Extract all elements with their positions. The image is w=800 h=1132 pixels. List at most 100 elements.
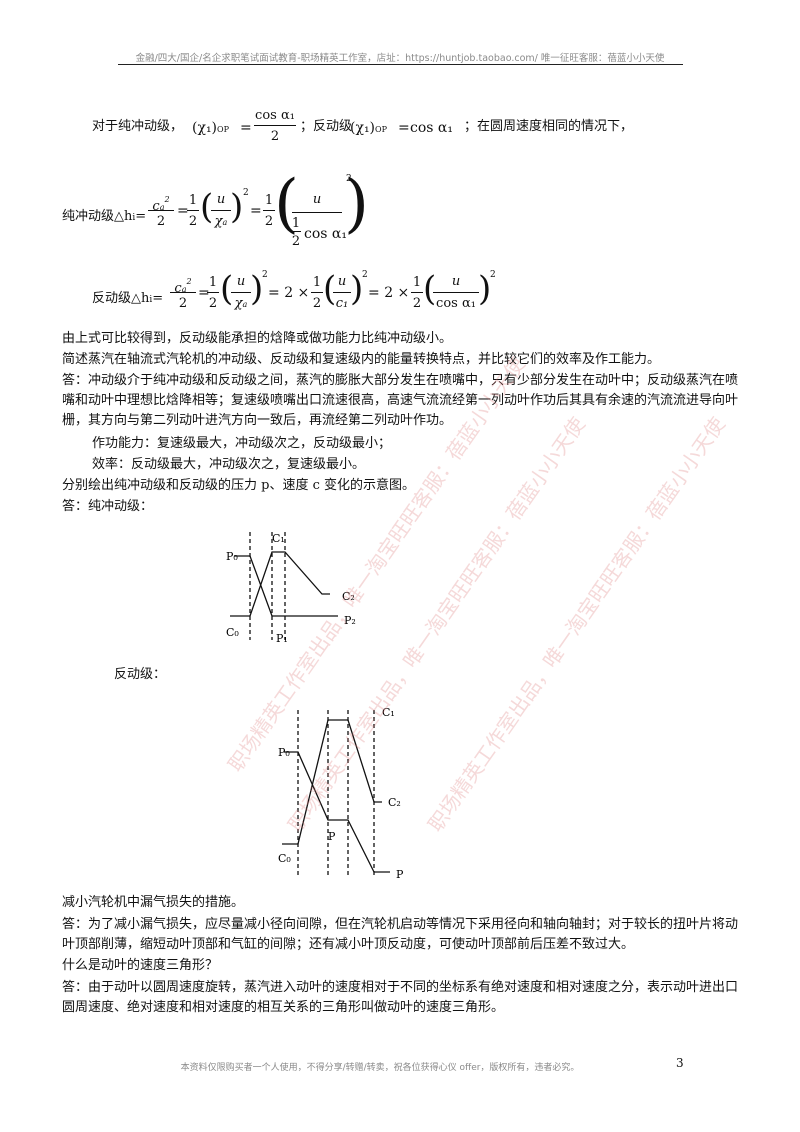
formula1-u: u [216, 192, 226, 207]
d1-label-p0: P₀ [226, 550, 238, 563]
page-footer: 本资料仅限购买者一个人使用，不得分享/转赠/转卖，祝各位获得心仪 offer，版… [180, 1063, 580, 1073]
para-question-3: 减小汽轮机中漏气损失的措施。 [62, 895, 245, 910]
formula2-one3: 1 [412, 275, 422, 290]
formula1-bigrparen: ) [344, 167, 369, 241]
formula1-bar4 [263, 210, 275, 211]
formula2-lparen2: ( [323, 269, 337, 309]
formula1-ca: ca2 [152, 195, 170, 214]
formula1-u2: u [312, 192, 322, 207]
formula2-bar3 [231, 292, 251, 293]
formula2-lparen1: ( [220, 269, 234, 309]
page-header: 金融/四大/国企/名企求职笔试面试教育-职场精英工作室，店址：https://h… [135, 53, 665, 64]
d2-pressure-curve [284, 751, 390, 873]
formula2-eq1: = [198, 285, 210, 301]
intro-eq: = [240, 120, 252, 136]
formula1-sq1: 2 [243, 188, 249, 198]
para-question-4: 什么是动叶的速度三角形？ [62, 958, 219, 973]
formula2-chi: χa [234, 296, 248, 311]
watermark-3: 职场精英工作室出品，唯一淘宝旺旺客服：蓓蓝小小天使 [423, 412, 730, 837]
formula2-bar1 [170, 292, 196, 293]
d2-label-c1: C₁ [382, 706, 395, 719]
formula1-two: 2 [188, 214, 198, 229]
intro-tail: ；在圆周速度相同的情况下， [464, 119, 634, 134]
d1-velocity-curve [249, 551, 330, 617]
formula1-eq2: = [250, 203, 262, 219]
d1-label-c0: C₀ [226, 626, 239, 639]
formula2-eq3: = 2 × [368, 285, 410, 301]
intro-frac-den: 2 [270, 129, 280, 144]
intro-lead: 对于纯冲动级， [92, 119, 184, 134]
intro-frac-bar [254, 125, 296, 126]
formula2-bar6 [411, 292, 423, 293]
formula2-bar5 [333, 292, 351, 293]
formula2-two2: 2 [312, 296, 322, 311]
formula2-label: 反动级△hi= [92, 291, 164, 306]
formula2-two3: 2 [412, 296, 422, 311]
para-efficiency: 效率：反动级最大，冲动级次之，复速级最小。 [92, 457, 366, 472]
intro-frac-num: cos α₁ [255, 108, 295, 123]
impulse-stage-diagram: P₀ C₁ C₂ P₂ C₀ P₁ [226, 532, 356, 645]
reaction-stage-diagram: C₁ P₀ C₂ P C₀ P [278, 706, 404, 881]
formula1-label: 纯冲动级△hi= [62, 209, 147, 224]
intro-cos-2: cos α₁ [410, 120, 453, 136]
formula2-c1: c₁ [335, 296, 349, 311]
d1-label-p2: P₂ [344, 614, 356, 627]
d1-label-c1: C₁ [272, 532, 285, 545]
d2-label-p0: P₀ [278, 746, 290, 759]
formula2-ca: ca2 [174, 277, 192, 296]
d2-label-c2: C₂ [388, 796, 401, 809]
formula2-bar7 [433, 292, 479, 293]
para-capacity: 作功能力：复速级最大，冲动级次之，反动级最小； [92, 436, 392, 451]
formula1-bar6 [291, 231, 301, 232]
formula2-eq2: = 2 × [268, 285, 310, 301]
formula2-rparen3: ) [478, 269, 492, 309]
d1-label-p1: P₁ [276, 632, 288, 645]
formula2-bar2 [207, 292, 219, 293]
intro-chi-op-2: (χ₁)OP [350, 120, 387, 136]
d1-pressure-curve [234, 555, 338, 617]
formula2-u2: u [337, 274, 347, 289]
formula1-den1: 2 [156, 214, 166, 229]
formula2-sq2: 2 [362, 270, 368, 280]
formula1-bar3 [211, 210, 231, 211]
formula1-lparen: ( [200, 187, 214, 227]
formula1-two3: 2 [291, 234, 301, 249]
intro-eq-2: = [398, 120, 410, 136]
formula1-bar1 [148, 210, 174, 211]
formula2-lparen3: ( [423, 269, 437, 309]
formula2-two: 2 [208, 296, 218, 311]
para-conclusion: 由上式可比较得到，反动级能承担的焓降或做功能力比纯冲动级小。 [62, 331, 453, 346]
formula1-two2: 2 [264, 214, 274, 229]
formula2-u: u [236, 274, 246, 289]
formula1-biglparen: ( [274, 167, 299, 241]
intro-chi-op: (χ₁)OP [192, 120, 229, 136]
formula2-rparen2: ) [350, 269, 364, 309]
intro-mid: ；反动级 [300, 119, 353, 134]
formula1-rparen: ) [230, 187, 244, 227]
formula2-den1: 2 [178, 296, 188, 311]
formula2-sq3: 2 [490, 270, 496, 280]
formula1-cos: cos α₁ [304, 226, 347, 242]
para-answer-1: 答：冲动级介于纯冲动级和反动级之间，蒸汽的膨胀大部分发生在喷嘴中，只有少部分发生… [62, 373, 739, 428]
d2-velocity-curve [282, 719, 382, 845]
formula2-sq1: 2 [262, 270, 268, 280]
formula1-chi: χa [214, 214, 228, 229]
formula2-u3: u [451, 274, 461, 289]
formula1-one3: 1 [291, 216, 301, 231]
para-answer-reaction: 反动级： [114, 667, 167, 682]
para-answer-3: 答：为了减小漏气损失，应尽量减小径向间隙，但在汽轮机启动等情况下采用径向和轴向轴… [62, 917, 739, 952]
para-answer-4: 答：由于动叶以圆周速度旋转，蒸汽进入动叶的速度相对于不同的坐标系有绝对速度和相对… [62, 980, 739, 1015]
d2-label-c0: C₀ [278, 852, 291, 865]
formula2-bar4 [311, 292, 323, 293]
header-rule [118, 64, 683, 65]
d2-label-p-end: P [396, 868, 404, 881]
para-question-2: 分别绘出纯冲动级和反动级的压力 p、速度 c 变化的示意图。 [62, 478, 415, 493]
d2-label-p: P [328, 830, 336, 843]
formula1-sq2: 2 [346, 174, 352, 184]
formula2-one: 1 [208, 275, 218, 290]
formula1-one: 1 [188, 193, 198, 208]
formula2-cos: cos α₁ [436, 296, 476, 311]
formula1-one2: 1 [264, 193, 274, 208]
para-question-1: 简述蒸汽在轴流式汽轮机的冲动级、反动级和复速级内的能量转换特点，并比较它们的效率… [62, 352, 661, 367]
formula1-bar2 [187, 210, 199, 211]
